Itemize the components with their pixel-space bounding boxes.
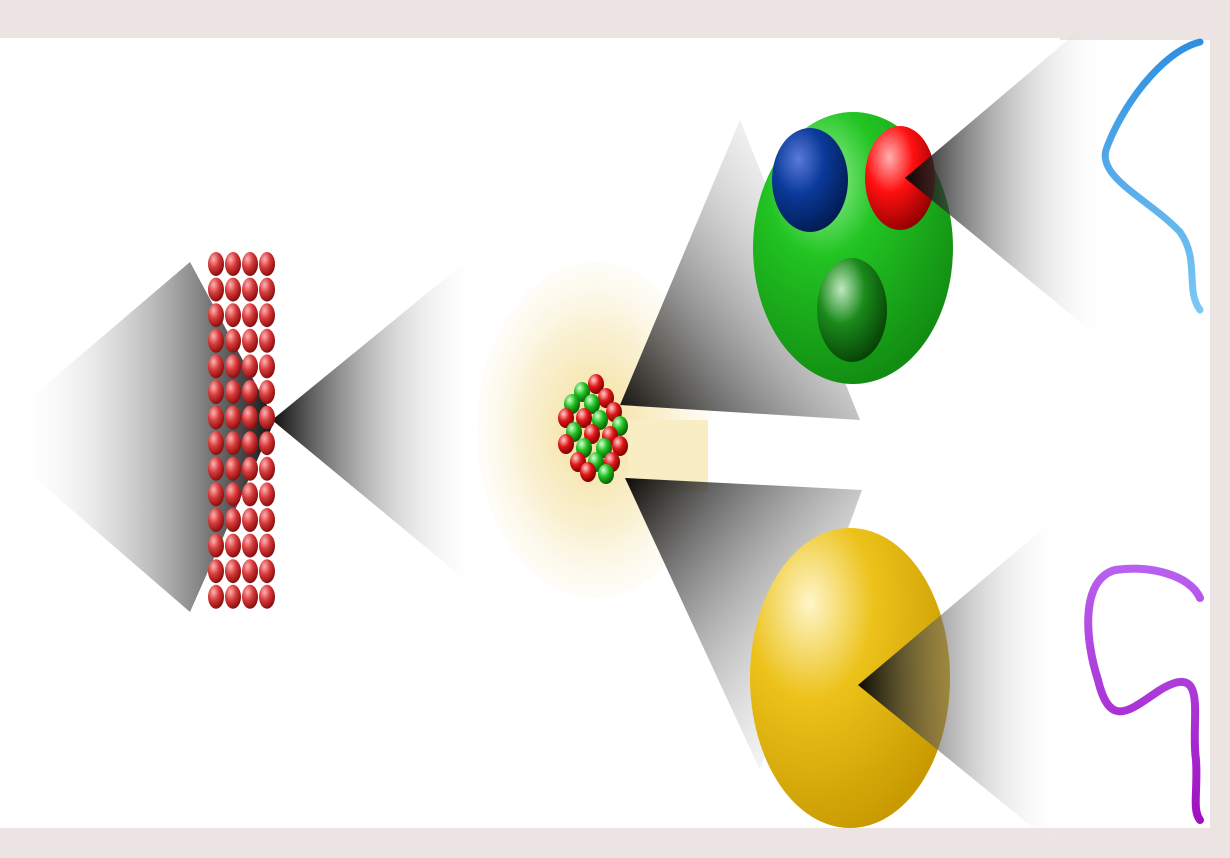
- quark-green: [817, 258, 887, 362]
- atom: [208, 584, 224, 609]
- atom: [208, 277, 224, 302]
- atom: [225, 252, 241, 276]
- atom: [242, 380, 258, 404]
- nucleus-proton: [598, 388, 614, 408]
- atom: [208, 328, 224, 353]
- quark-blue: [772, 128, 848, 232]
- atom: [225, 277, 241, 302]
- atom: [242, 328, 258, 353]
- atom: [225, 431, 241, 456]
- atom: [225, 559, 241, 584]
- atom: [225, 354, 241, 379]
- nucleus-proton: [580, 462, 596, 482]
- nucleus-neutron: [574, 382, 590, 402]
- atom: [208, 482, 224, 507]
- atom: [242, 252, 258, 276]
- atom: [225, 584, 241, 609]
- atom: [208, 303, 224, 328]
- atom: [259, 328, 275, 353]
- atom: [242, 584, 258, 609]
- atom: [259, 405, 275, 430]
- atom: [225, 508, 241, 532]
- atom: [225, 380, 241, 404]
- atom: [259, 533, 275, 558]
- nucleus-proton: [576, 408, 592, 428]
- nucleus-proton: [584, 424, 600, 444]
- nucleus: [558, 374, 628, 484]
- nucleus-neutron: [596, 438, 612, 458]
- zoom-cone-electron-string: [858, 512, 1063, 852]
- zoom-cone-quark-string: [905, 6, 1108, 345]
- nucleus-neutron: [584, 394, 600, 414]
- atom: [242, 559, 258, 584]
- atom: [259, 431, 275, 456]
- nucleus-neutron: [598, 464, 614, 484]
- proton: [753, 112, 953, 384]
- atom: [259, 303, 275, 328]
- atom: [225, 456, 241, 481]
- atom: [242, 533, 258, 558]
- atom: [208, 252, 224, 276]
- nucleus-neutron: [592, 410, 608, 430]
- atom: [208, 508, 224, 532]
- nucleus-proton: [558, 434, 574, 454]
- nucleus-proton: [612, 436, 628, 456]
- atom: [242, 482, 258, 507]
- nucleus-proton: [558, 408, 574, 428]
- atom: [259, 277, 275, 302]
- atom: [259, 456, 275, 481]
- atom: [242, 277, 258, 302]
- string-purple: [1084, 564, 1204, 824]
- atom: [225, 303, 241, 328]
- atom: [242, 508, 258, 532]
- atom: [259, 584, 275, 609]
- atom: [208, 533, 224, 558]
- atom-lattice: [208, 252, 275, 609]
- atom: [259, 482, 275, 507]
- atom: [259, 559, 275, 584]
- atom: [242, 303, 258, 328]
- atom: [259, 508, 275, 532]
- atom: [242, 431, 258, 456]
- atom: [259, 354, 275, 379]
- atom: [208, 456, 224, 481]
- atom: [208, 354, 224, 379]
- string-blue: [1101, 38, 1204, 314]
- atom: [208, 559, 224, 584]
- atom: [225, 533, 241, 558]
- atom: [225, 482, 241, 507]
- quark-red: [865, 126, 935, 230]
- atom: [225, 405, 241, 430]
- atom: [242, 405, 258, 430]
- atom: [208, 405, 224, 430]
- atom: [208, 431, 224, 456]
- electron: [750, 528, 950, 828]
- nucleus-proton: [588, 374, 604, 394]
- atom: [208, 380, 224, 404]
- atom: [259, 252, 275, 276]
- atom: [259, 380, 275, 404]
- zoom-cone-atom: [272, 250, 480, 592]
- atom: [242, 456, 258, 481]
- atom: [242, 354, 258, 379]
- atom: [225, 328, 241, 353]
